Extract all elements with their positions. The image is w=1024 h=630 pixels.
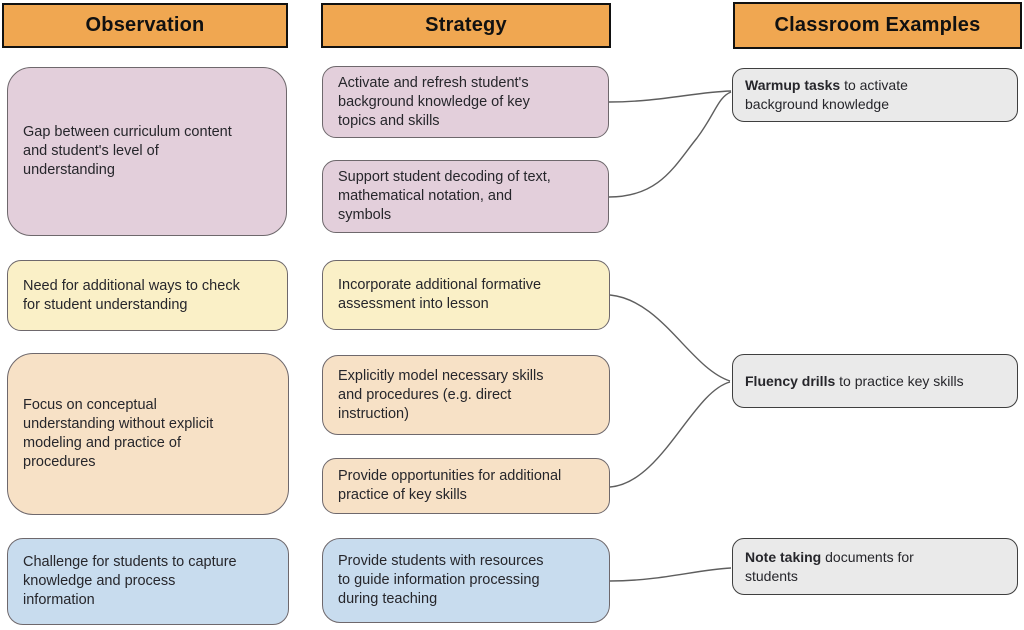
column-header-observation: Observation: [2, 3, 288, 48]
example-lead: Note taking: [745, 548, 822, 565]
observation-text: Focus on conceptual understanding withou…: [23, 397, 214, 470]
connector-activate-to-warmup: [608, 90, 732, 103]
strategy-text: Activate and refresh student's backgroun…: [338, 74, 530, 129]
example-rest: to activate background knowledge: [745, 77, 908, 112]
strategy-box-support-decoding: Support student decoding of text, mathem…: [322, 160, 609, 233]
strategy-box-additional-practice: Provide opportunities for additional pra…: [322, 458, 610, 514]
observation-box-check-understanding: Need for additional ways to check for st…: [7, 260, 288, 331]
connector-practice-to-fluency: [609, 381, 731, 488]
strategy-box-resources-information-processing: Provide students with resources to guide…: [322, 538, 610, 623]
strategy-text: Provide opportunities for additional pra…: [338, 468, 562, 503]
strategy-text: Incorporate additional formative assessm…: [338, 277, 542, 312]
strategy-text: Support student decoding of text, mathem…: [338, 169, 551, 223]
strategy-text: Explicitly model necessary skills and pr…: [338, 367, 544, 422]
column-header-observation-label: Observation: [85, 14, 205, 36]
connector-decoding-to-warmup: [608, 91, 732, 198]
example-box-note-taking: Note taking documents for students: [732, 538, 1018, 595]
strategy-box-explicit-modeling: Explicitly model necessary skills and pr…: [322, 355, 610, 435]
column-header-classroom-examples-label: Classroom Examples: [774, 14, 981, 36]
strategy-text: Provide students with resources to guide…: [338, 553, 544, 607]
example-box-fluency-drills: Fluency drills to practice key skills: [732, 354, 1018, 408]
strategy-box-activate-background-knowledge: Activate and refresh student's backgroun…: [322, 66, 609, 138]
column-header-strategy: Strategy: [321, 3, 611, 48]
strategy-box-formative-assessment: Incorporate additional formative assessm…: [322, 260, 610, 330]
connector-assessment-to-fluency: [609, 294, 731, 382]
observation-text: Challenge for students to capture knowle…: [23, 554, 237, 608]
column-header-classroom-examples: Classroom Examples: [733, 2, 1022, 49]
observation-text: Gap between curriculum content and stude…: [23, 124, 232, 178]
example-text: Fluency drills to practice key skills: [733, 372, 969, 391]
observation-box-curriculum-gap: Gap between curriculum content and stude…: [7, 67, 287, 236]
observation-text: Need for additional ways to check for st…: [23, 277, 240, 313]
example-text: Warmup tasks to activate background know…: [733, 76, 913, 114]
connector-resources-to-notetaking: [609, 567, 732, 582]
example-rest: to practice key skills: [835, 372, 964, 389]
observation-box-capture-knowledge: Challenge for students to capture knowle…: [7, 538, 289, 625]
column-header-strategy-label: Strategy: [425, 14, 507, 36]
observation-box-conceptual-focus: Focus on conceptual understanding withou…: [7, 353, 289, 515]
example-lead: Fluency drills: [745, 372, 836, 389]
example-lead: Warmup tasks: [745, 77, 841, 93]
example-box-warmup-tasks: Warmup tasks to activate background know…: [732, 68, 1018, 122]
example-rest: documents for students: [745, 548, 914, 584]
example-text: Note taking documents for students: [733, 548, 919, 586]
